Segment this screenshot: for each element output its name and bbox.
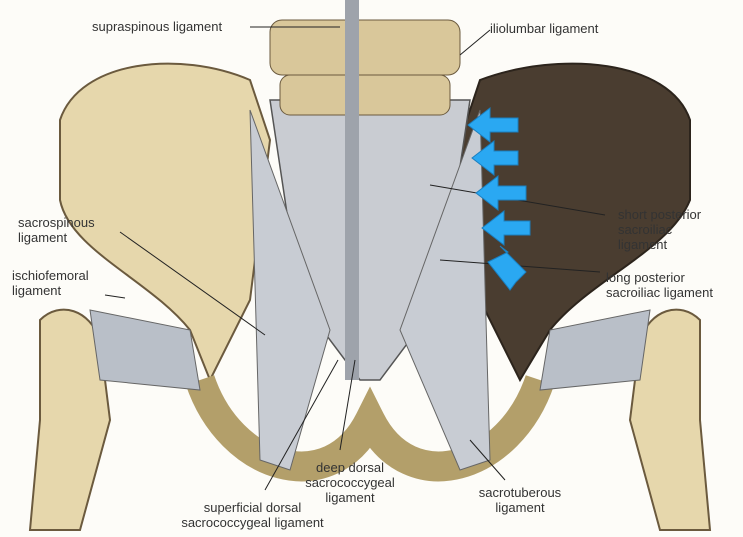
arrow-icon xyxy=(475,174,527,212)
label-superficial-dorsal-sacrococcygeal-ligament: superficial dorsal sacrococcygeal ligame… xyxy=(181,500,324,530)
lumbar-vertebra xyxy=(269,19,461,76)
right-sacrotuberous xyxy=(399,109,491,471)
label-ischiofemoral-ligament: ischiofemoral ligament xyxy=(12,268,89,298)
right-ischiofemoral xyxy=(539,309,651,391)
label-supraspinous-ligament: supraspinous ligament xyxy=(92,19,223,34)
supraspinous-ligament-band xyxy=(345,0,359,380)
label-sacrospinous-ligament: sacrospinous ligament xyxy=(18,215,95,245)
arrow-icon xyxy=(487,245,527,291)
left-sacrotuberous xyxy=(249,109,331,471)
label-sacrotuberous-ligament: sacrotuberous ligament xyxy=(478,485,562,515)
left-ischiofemoral xyxy=(89,309,201,391)
arrow-icon xyxy=(471,139,519,177)
arrow-icon xyxy=(481,209,531,247)
lumbar-vertebra xyxy=(279,74,451,116)
ischium xyxy=(185,374,555,482)
arrows xyxy=(467,106,531,291)
label-short-posterior-sacroiliac-ligament: short posterior sacroiliac ligament xyxy=(618,207,702,252)
label-iliolumbar-ligament: iliolumbar ligament xyxy=(490,21,599,36)
left-femur xyxy=(28,308,112,531)
label-long-posterior-sacroiliac-ligament: long posterior sacroiliac ligament xyxy=(606,270,713,300)
arrow-icon xyxy=(467,106,519,144)
right-femur xyxy=(628,308,712,531)
label-deep-dorsal-sacrococcygeal-ligament: deep dorsal sacrococcygeal ligament xyxy=(305,460,395,505)
